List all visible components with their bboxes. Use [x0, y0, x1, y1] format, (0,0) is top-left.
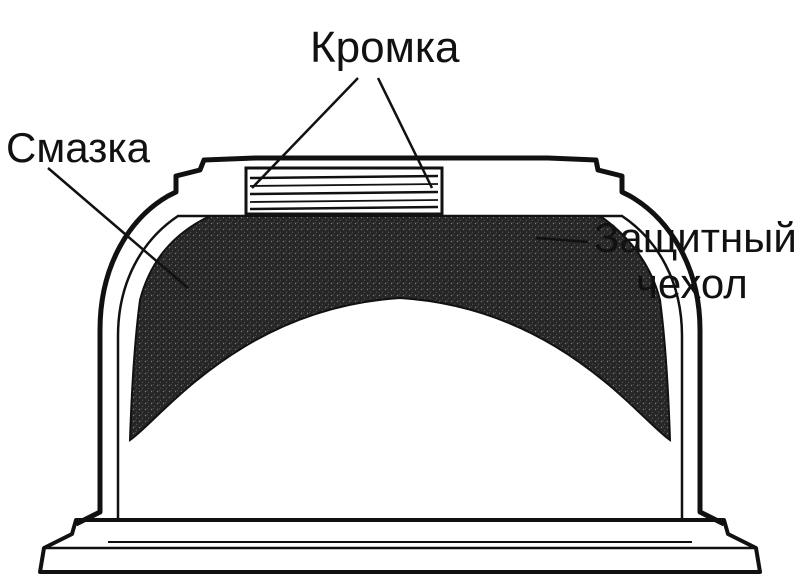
- edge-lip-ribs: [244, 166, 444, 216]
- leader-lines: [47, 77, 589, 289]
- boot-label-line1: Защитный: [594, 214, 797, 261]
- grease-label: Смазка: [6, 124, 151, 171]
- edge-leader-left: [251, 77, 359, 189]
- edge-label: Кромка: [310, 23, 460, 72]
- boot-label-line2: чехол: [636, 260, 748, 307]
- grease-layer: [128, 215, 672, 442]
- edge-leader-right: [376, 77, 434, 189]
- protective-boot-outline: [74, 155, 726, 527]
- boot-base-flange: [38, 518, 762, 574]
- boot-leader: [535, 236, 589, 244]
- grease-leader: [47, 167, 189, 289]
